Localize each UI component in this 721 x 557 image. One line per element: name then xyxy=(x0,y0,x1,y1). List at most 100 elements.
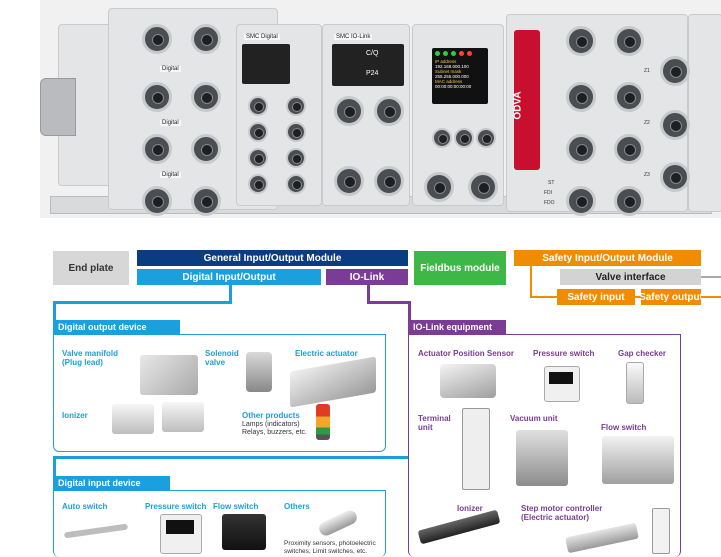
io-link-bar: IO-Link xyxy=(326,269,408,285)
screen-line: Subnet mask xyxy=(435,69,462,74)
m12-port xyxy=(334,96,364,126)
m12-port xyxy=(191,24,221,54)
fdo-label: FDO xyxy=(544,200,555,206)
valve-manifold-image xyxy=(140,355,198,395)
m12-port xyxy=(374,96,404,126)
led-panel xyxy=(332,44,404,86)
io-link-label: IO-Link xyxy=(349,271,385,283)
m12-port xyxy=(191,186,221,216)
small-port xyxy=(286,148,306,168)
valve-interface-line xyxy=(701,276,721,278)
cq-label: C/Q xyxy=(366,50,379,57)
other-products-label: Other products xyxy=(242,411,300,420)
safety-input-drop xyxy=(530,266,532,297)
led-panel xyxy=(242,44,290,84)
m12-port xyxy=(142,82,172,112)
screen-line: 255.255.000.000 xyxy=(435,74,469,79)
safety-input-bar: Safety input xyxy=(557,289,635,305)
actuator-position-sensor-label: Actuator Position Sensor xyxy=(418,349,515,358)
digital-output-title: Digital output device xyxy=(58,322,147,332)
terminal-link xyxy=(53,456,475,459)
odva-strip xyxy=(514,30,540,170)
valve-interface-bar: Valve interface xyxy=(560,269,701,285)
small-port xyxy=(248,148,268,168)
m12-port xyxy=(660,162,690,192)
step-motor-controller-image xyxy=(652,508,670,554)
general-io-bar: General Input/Output Module xyxy=(137,250,408,266)
digital-input-title: Digital input device xyxy=(58,478,141,488)
st-label: ST xyxy=(548,180,555,186)
safety-output-line xyxy=(701,296,721,298)
step-motor-controller-label: Step motor controller (Electric actuator… xyxy=(521,504,603,522)
gap-checker-label: Gap checker xyxy=(618,349,667,358)
button xyxy=(454,128,474,148)
end-plate-label: End plate xyxy=(68,262,114,274)
digital-io-bar: Digital Input/Output xyxy=(137,269,321,285)
ip-display: IP address 192.168.000.100 Subnet mask 2… xyxy=(432,48,488,104)
small-port xyxy=(286,122,306,142)
vacuum-unit-label: Vacuum unit xyxy=(510,414,558,423)
ionizer-image xyxy=(112,404,154,434)
m12-port xyxy=(424,172,454,202)
safety-input-label: Safety input xyxy=(567,291,625,303)
digital-label: Digital xyxy=(160,66,181,72)
safety-io-bar: Safety Input/Output Module xyxy=(514,250,701,266)
small-port xyxy=(286,174,306,194)
solenoid-valve-label: Solenoid valve xyxy=(205,349,239,367)
terminal-unit-label: Terminal unit xyxy=(418,414,451,432)
fdi-label: FDI xyxy=(544,190,553,196)
m12-port xyxy=(614,134,644,164)
m12-port xyxy=(660,110,690,140)
z1-label: Z1 xyxy=(644,68,650,74)
m12-port xyxy=(660,56,690,86)
iolink-flow-switch-image xyxy=(602,436,674,484)
small-port xyxy=(248,174,268,194)
z2-label: Z2 xyxy=(644,120,650,126)
end-plate-box: End plate xyxy=(53,251,129,285)
iolink-connector xyxy=(367,285,370,303)
end-plate-connector xyxy=(40,78,76,136)
iolink-title: IO-Link equipment xyxy=(413,322,493,332)
button xyxy=(476,128,496,148)
pressure-switch-label: Pressure switch xyxy=(145,502,207,511)
general-io-label: General Input/Output Module xyxy=(203,252,342,264)
valve-interface-label: Valve interface xyxy=(595,271,666,283)
screen-line: 00:00:00:00:00:00 xyxy=(435,84,472,89)
iolink-connector xyxy=(408,301,411,321)
fieldbus-box: Fieldbus module xyxy=(414,251,506,285)
m12-port xyxy=(566,134,596,164)
digital-io-label: Digital Input/Output xyxy=(182,271,276,283)
safety-output-label: Safety output xyxy=(639,291,703,303)
auto-switch-label: Auto switch xyxy=(62,502,108,511)
iolink-flow-switch-label: Flow switch xyxy=(601,423,647,432)
m12-port xyxy=(142,186,172,216)
fieldbus-label: Fieldbus module xyxy=(420,262,500,274)
valve-manifold-label: Valve manifold (Plug lead) xyxy=(62,349,119,367)
ionizer-label: Ionizer xyxy=(62,411,88,420)
smc-digital-label: SMC Digital xyxy=(244,34,280,40)
m12-port xyxy=(614,186,644,216)
iolink-ionizer-label: Ionizer xyxy=(457,504,483,513)
small-port xyxy=(248,122,268,142)
digital-label: Digital xyxy=(160,120,181,126)
pressure-switch-display xyxy=(166,520,194,534)
m12-port xyxy=(142,24,172,54)
others-desc: Proximity sensors, photoelectric switche… xyxy=(284,540,376,555)
end-plate-right xyxy=(688,14,721,212)
signal-lamp-image xyxy=(316,404,330,440)
m12-port xyxy=(374,166,404,196)
terminal-unit-image xyxy=(462,408,490,490)
safety-input-join xyxy=(530,296,557,298)
iolink-header: IO-Link equipment xyxy=(408,320,506,334)
button xyxy=(432,128,452,148)
odva-label: ODVA xyxy=(512,91,524,120)
digital-label: Digital xyxy=(160,172,181,178)
safety-io-label: Safety Input/Output Module xyxy=(542,252,673,264)
p24-label: P24 xyxy=(366,70,379,77)
m12-port xyxy=(334,166,364,196)
m12-port xyxy=(468,172,498,202)
actuator-sensor-image xyxy=(440,364,496,398)
screen-line: IP address xyxy=(435,59,457,64)
m12-port xyxy=(191,82,221,112)
gap-checker-image xyxy=(626,362,644,404)
